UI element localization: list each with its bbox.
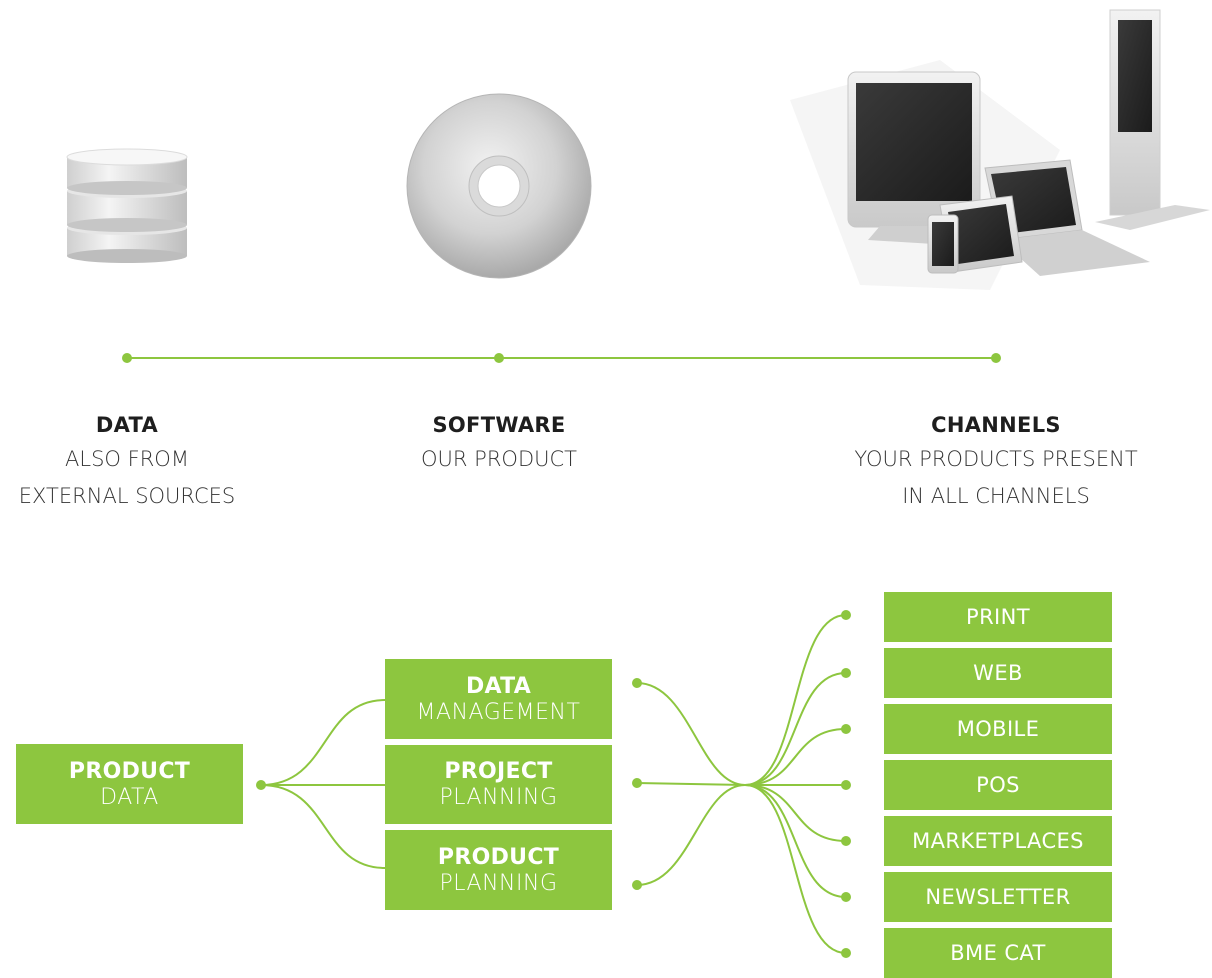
- channel-bme-cat: BME CAT: [884, 928, 1112, 978]
- box-title: PRODUCT: [437, 844, 560, 870]
- channel-pos: POS: [884, 760, 1112, 810]
- box-title: PROJECT: [444, 759, 553, 784]
- column-subtitle-line: YOUR PRODUCTS PRESENT: [854, 447, 1138, 471]
- column-channels: CHANNELS YOUR PRODUCTS PRESENT IN ALL CH…: [836, 413, 1156, 515]
- module-project-planning: PROJECT PLANNING: [385, 745, 612, 824]
- connector-dots: [256, 610, 851, 958]
- channel-newsletter: NEWSLETTER: [884, 872, 1112, 922]
- box-title: DATA: [465, 673, 532, 699]
- channel-marketplaces: MARKETPLACES: [884, 816, 1112, 866]
- column-title: DATA: [95, 413, 159, 437]
- channel-mobile: MOBILE: [884, 704, 1112, 754]
- module-product-planning: PRODUCT PLANNING: [385, 830, 612, 910]
- channel-web: WEB: [884, 648, 1112, 698]
- channel-print: PRINT: [884, 592, 1112, 642]
- box-subtitle: DATA: [100, 784, 159, 810]
- column-subtitle-line: IN ALL CHANNELS: [902, 484, 1090, 508]
- box-title: PRODUCT: [68, 758, 191, 784]
- timeline: [122, 353, 1001, 363]
- column-subtitle-line: OUR PRODUCT: [421, 447, 577, 471]
- module-data-management: DATA MANAGEMENT: [385, 659, 612, 739]
- box-subtitle: PLANNING: [439, 785, 558, 810]
- product-data-box: PRODUCT DATA: [16, 744, 243, 824]
- column-software: SOFTWARE OUR PRODUCT: [339, 413, 659, 478]
- devices-icon: [790, 9, 1210, 290]
- cd-disc-icon: [406, 93, 592, 279]
- box-subtitle: PLANNING: [439, 870, 558, 896]
- column-subtitle-line: ALSO FROM: [65, 447, 189, 471]
- column-data: DATA ALSO FROM EXTERNAL SOURCES: [0, 413, 287, 515]
- column-title: SOFTWARE: [432, 413, 566, 437]
- database-icon: [66, 148, 188, 263]
- flow-connectors: [260, 614, 847, 954]
- box-subtitle: MANAGEMENT: [416, 699, 581, 725]
- column-title: CHANNELS: [931, 413, 1061, 437]
- column-subtitle-line: EXTERNAL SOURCES: [18, 484, 236, 508]
